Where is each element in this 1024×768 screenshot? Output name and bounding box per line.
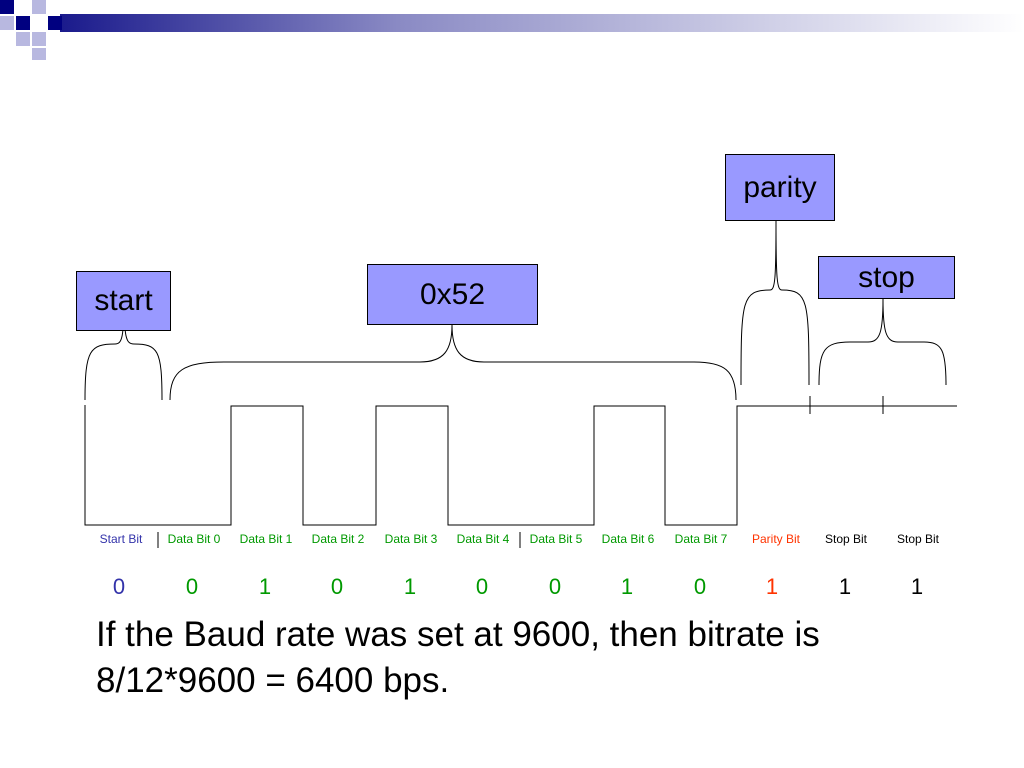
bit-label: Data Bit 2 xyxy=(311,532,365,546)
bit-label: Data Bit 3 xyxy=(384,532,438,546)
stop-brace xyxy=(818,298,947,386)
banner-gradient-bar xyxy=(60,14,1024,32)
banner-square xyxy=(32,0,46,14)
bit-label: Data Bit 1 xyxy=(239,532,293,546)
bitrate-note: If the Baud rate was set at 9600, then b… xyxy=(96,615,820,700)
banner-square xyxy=(16,16,30,30)
bit-label: Start Bit xyxy=(99,532,143,546)
banner-square xyxy=(16,0,30,14)
parity-brace xyxy=(740,220,810,386)
banner-square xyxy=(48,0,62,14)
bit-label: Stop Bit xyxy=(824,532,868,546)
bit-label: Data Bit 5 xyxy=(529,532,583,546)
bit-value: 0 xyxy=(185,574,199,599)
banner-square xyxy=(0,16,14,30)
banner-square xyxy=(48,16,62,30)
banner-square xyxy=(32,32,46,46)
data-brace xyxy=(169,324,737,401)
banner-square xyxy=(32,48,46,60)
banner-square xyxy=(0,0,14,14)
bit-label: Stop Bit xyxy=(896,532,940,546)
bit-value: 1 xyxy=(403,574,417,599)
bit-label: Data Bit 0 xyxy=(167,532,221,546)
parity-callout: parity xyxy=(725,154,835,221)
title-banner-decoration xyxy=(0,0,1024,60)
bit-value: 0 xyxy=(330,574,344,599)
stop-callout: stop xyxy=(818,256,955,299)
bit-label: Data Bit 7 xyxy=(674,532,728,546)
bit-value: 0 xyxy=(548,574,562,599)
signal-waveform xyxy=(84,405,957,526)
bit-value: 1 xyxy=(910,574,924,599)
bit-value: 0 xyxy=(112,574,126,599)
start-callout: start xyxy=(76,271,171,331)
bit-value: 0 xyxy=(693,574,707,599)
banner-square xyxy=(16,32,30,46)
banner-square xyxy=(32,16,46,30)
bit-label: Data Bit 4 xyxy=(456,532,510,546)
bit-value: 1 xyxy=(838,574,852,599)
bit-label: Data Bit 6 xyxy=(601,532,655,546)
data-callout: 0x52 xyxy=(367,264,538,325)
bit-label: Parity Bit xyxy=(751,532,801,546)
bit-value: 1 xyxy=(620,574,634,599)
bit-value: 1 xyxy=(258,574,272,599)
bit-value: 1 xyxy=(765,574,779,599)
bit-value: 0 xyxy=(475,574,489,599)
